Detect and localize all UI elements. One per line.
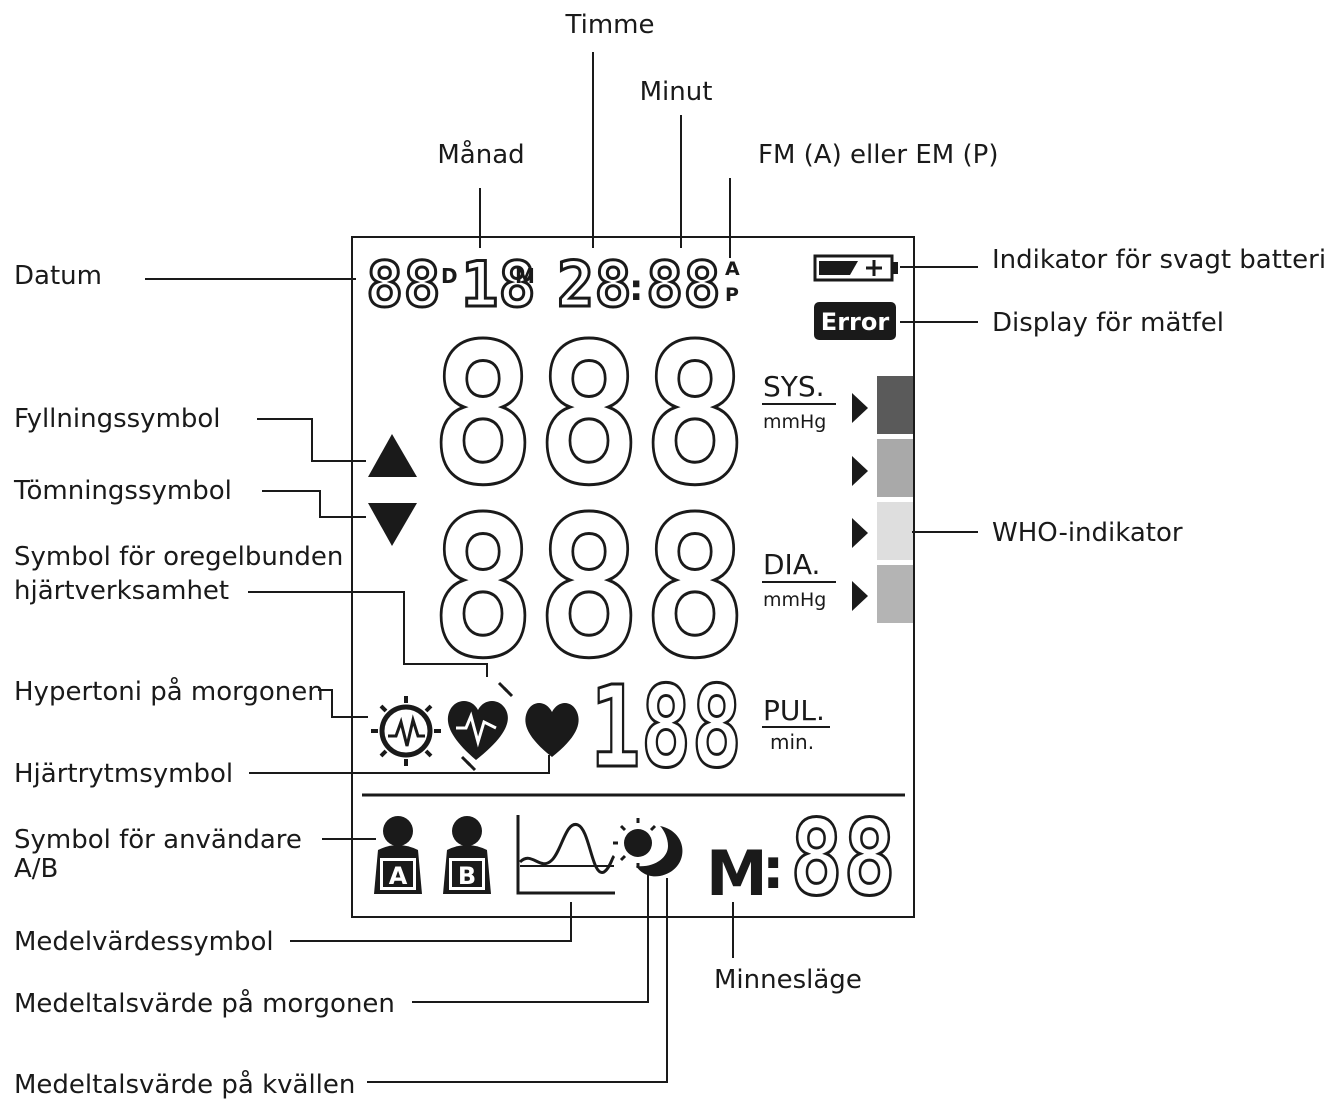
memory-colon: : bbox=[762, 837, 784, 902]
label-error-display: Display för mätfel bbox=[992, 308, 1224, 338]
sun-pulse-icon bbox=[371, 696, 441, 766]
who-pointer-4 bbox=[852, 581, 868, 611]
triangle-up-icon bbox=[368, 434, 417, 477]
who-bar-3 bbox=[877, 502, 913, 560]
user-a-icon: A bbox=[374, 816, 422, 894]
dia-unit: mmHg bbox=[763, 589, 826, 611]
who-bar-1 bbox=[877, 376, 913, 434]
battery-icon bbox=[813, 254, 898, 282]
sys-label: SYS. bbox=[763, 370, 825, 403]
label-user-line2: A/B bbox=[14, 854, 58, 884]
label-fill-symbol: Fyllningssymbol bbox=[14, 404, 221, 434]
sun-moon-icon bbox=[613, 818, 683, 877]
who-bar-4 bbox=[877, 565, 913, 623]
day-digits: 88 bbox=[366, 248, 441, 321]
label-datum: Datum bbox=[14, 261, 102, 291]
label-heart-rhythm: Hjärtrytmsymbol bbox=[14, 759, 233, 789]
am-indicator: A bbox=[725, 258, 740, 280]
label-empty-symbol: Tömningssymbol bbox=[13, 476, 232, 506]
label-avg-evening: Medeltalsvärde på kvällen bbox=[14, 1069, 355, 1100]
pul-label: PUL. bbox=[763, 694, 825, 727]
error-text: Error bbox=[821, 308, 890, 336]
label-who: WHO-indikator bbox=[992, 518, 1183, 548]
hour-digits: 28 bbox=[557, 248, 632, 321]
average-graph-icon bbox=[516, 815, 616, 895]
time-colon: : bbox=[629, 268, 643, 309]
day-letter: D bbox=[441, 264, 458, 288]
pm-indicator: P bbox=[725, 284, 739, 306]
label-user-line1: Symbol för användare bbox=[14, 825, 302, 855]
user-a-letter: A bbox=[389, 862, 408, 890]
who-pointer-2 bbox=[852, 456, 868, 486]
month-digits: 18 bbox=[461, 248, 536, 321]
label-manad: Månad bbox=[437, 139, 524, 170]
label-irregular-line1: Symbol för oregelbunden bbox=[14, 542, 343, 572]
irregular-heart-icon bbox=[447, 681, 514, 772]
memory-digits: 88 bbox=[790, 797, 896, 919]
label-memory-mode: Minnesläge bbox=[714, 965, 862, 995]
who-pointer-1 bbox=[852, 393, 868, 423]
label-irregular-line2: hjärtverksamhet bbox=[14, 576, 229, 606]
label-avg-morning: Medeltalsvärde på morgonen bbox=[14, 988, 395, 1019]
label-minut: Minut bbox=[640, 77, 713, 107]
pulse-digits: 188 bbox=[590, 663, 742, 793]
sys-digits: 888 bbox=[430, 302, 748, 528]
lcd-frame bbox=[351, 236, 915, 918]
label-battery: Indikator för svagt batteri bbox=[992, 245, 1326, 275]
who-indicator-bars bbox=[877, 376, 913, 623]
sys-unit: mmHg bbox=[763, 411, 826, 433]
label-fm-em: FM (A) eller EM (P) bbox=[758, 140, 998, 170]
heart-icon bbox=[525, 703, 579, 757]
dia-label: DIA. bbox=[763, 548, 820, 581]
month-letter: M bbox=[515, 264, 535, 288]
user-b-letter: B bbox=[458, 862, 476, 890]
label-timme: Timme bbox=[565, 10, 655, 40]
minute-digits: 88 bbox=[646, 248, 721, 321]
label-morning-hypertension: Hypertoni på morgonen bbox=[14, 676, 324, 707]
who-bar-2 bbox=[877, 439, 913, 497]
triangle-down-icon bbox=[368, 503, 417, 546]
leader-lines bbox=[145, 52, 978, 1083]
pul-unit: min. bbox=[770, 730, 814, 754]
label-average: Medelvärdessymbol bbox=[14, 927, 274, 957]
error-indicator: Error bbox=[814, 302, 896, 340]
memory-letter: M bbox=[706, 837, 768, 910]
who-pointer-3 bbox=[852, 518, 868, 548]
user-b-icon: B bbox=[443, 816, 491, 894]
